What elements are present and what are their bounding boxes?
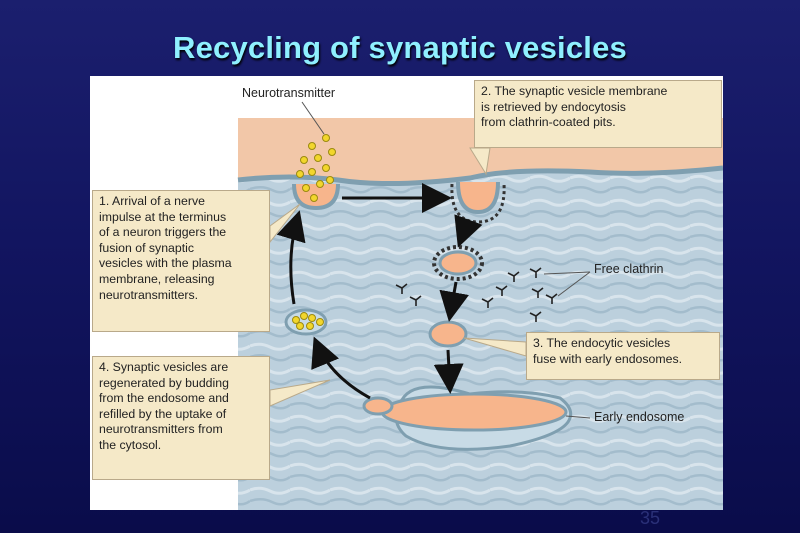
- neurotransmitter-leader: [301, 101, 325, 135]
- label-early-endosome: Early endosome: [594, 410, 685, 424]
- diagram-artwork: [237, 101, 723, 510]
- early-endosome-shape: [362, 385, 573, 451]
- label-neurotransmitter: Neurotransmitter: [242, 86, 336, 100]
- arrow-vesicle-to-endosome: [433, 349, 464, 394]
- callout-1-pointer: [269, 203, 301, 244]
- arrow-pit-to-coated: [454, 214, 483, 248]
- regenerated-vesicle: [284, 308, 328, 336]
- arrow-regenerated-to-membrane: [276, 210, 306, 305]
- neurotransmitter-dots: [296, 134, 336, 202]
- arrow-coated-to-vesicle: [439, 281, 469, 322]
- page-number: 35: [640, 508, 661, 528]
- endocytic-vesicle: [428, 320, 468, 348]
- plasma-membrane: [237, 165, 723, 187]
- clathrin-coated-pit: [450, 181, 506, 224]
- callout-step-3: 3. The endocytic vesicles fuse with earl…: [526, 332, 720, 380]
- free-clathrin-pieces: [395, 267, 558, 322]
- callout-step-1: 1. Arrival of a nerve impulse at the ter…: [92, 190, 270, 332]
- synaptic-recycling-figure: Neurotransmitter Free clathrin Early end…: [90, 76, 723, 510]
- label-free-clathrin: Free clathrin: [594, 262, 664, 276]
- callout-4-pointer: [269, 379, 331, 407]
- callout-step-4: 4. Synaptic vesicles are regenerated by …: [92, 356, 270, 480]
- slide-title: Recycling of synaptic vesicles: [173, 30, 627, 65]
- coated-vesicle: [432, 245, 484, 281]
- arrow-endosome-to-regenerated: [311, 336, 371, 400]
- callout-step-2: 2. The synaptic vesicle membrane is retr…: [474, 80, 722, 148]
- callout-2-pointer: [469, 147, 491, 176]
